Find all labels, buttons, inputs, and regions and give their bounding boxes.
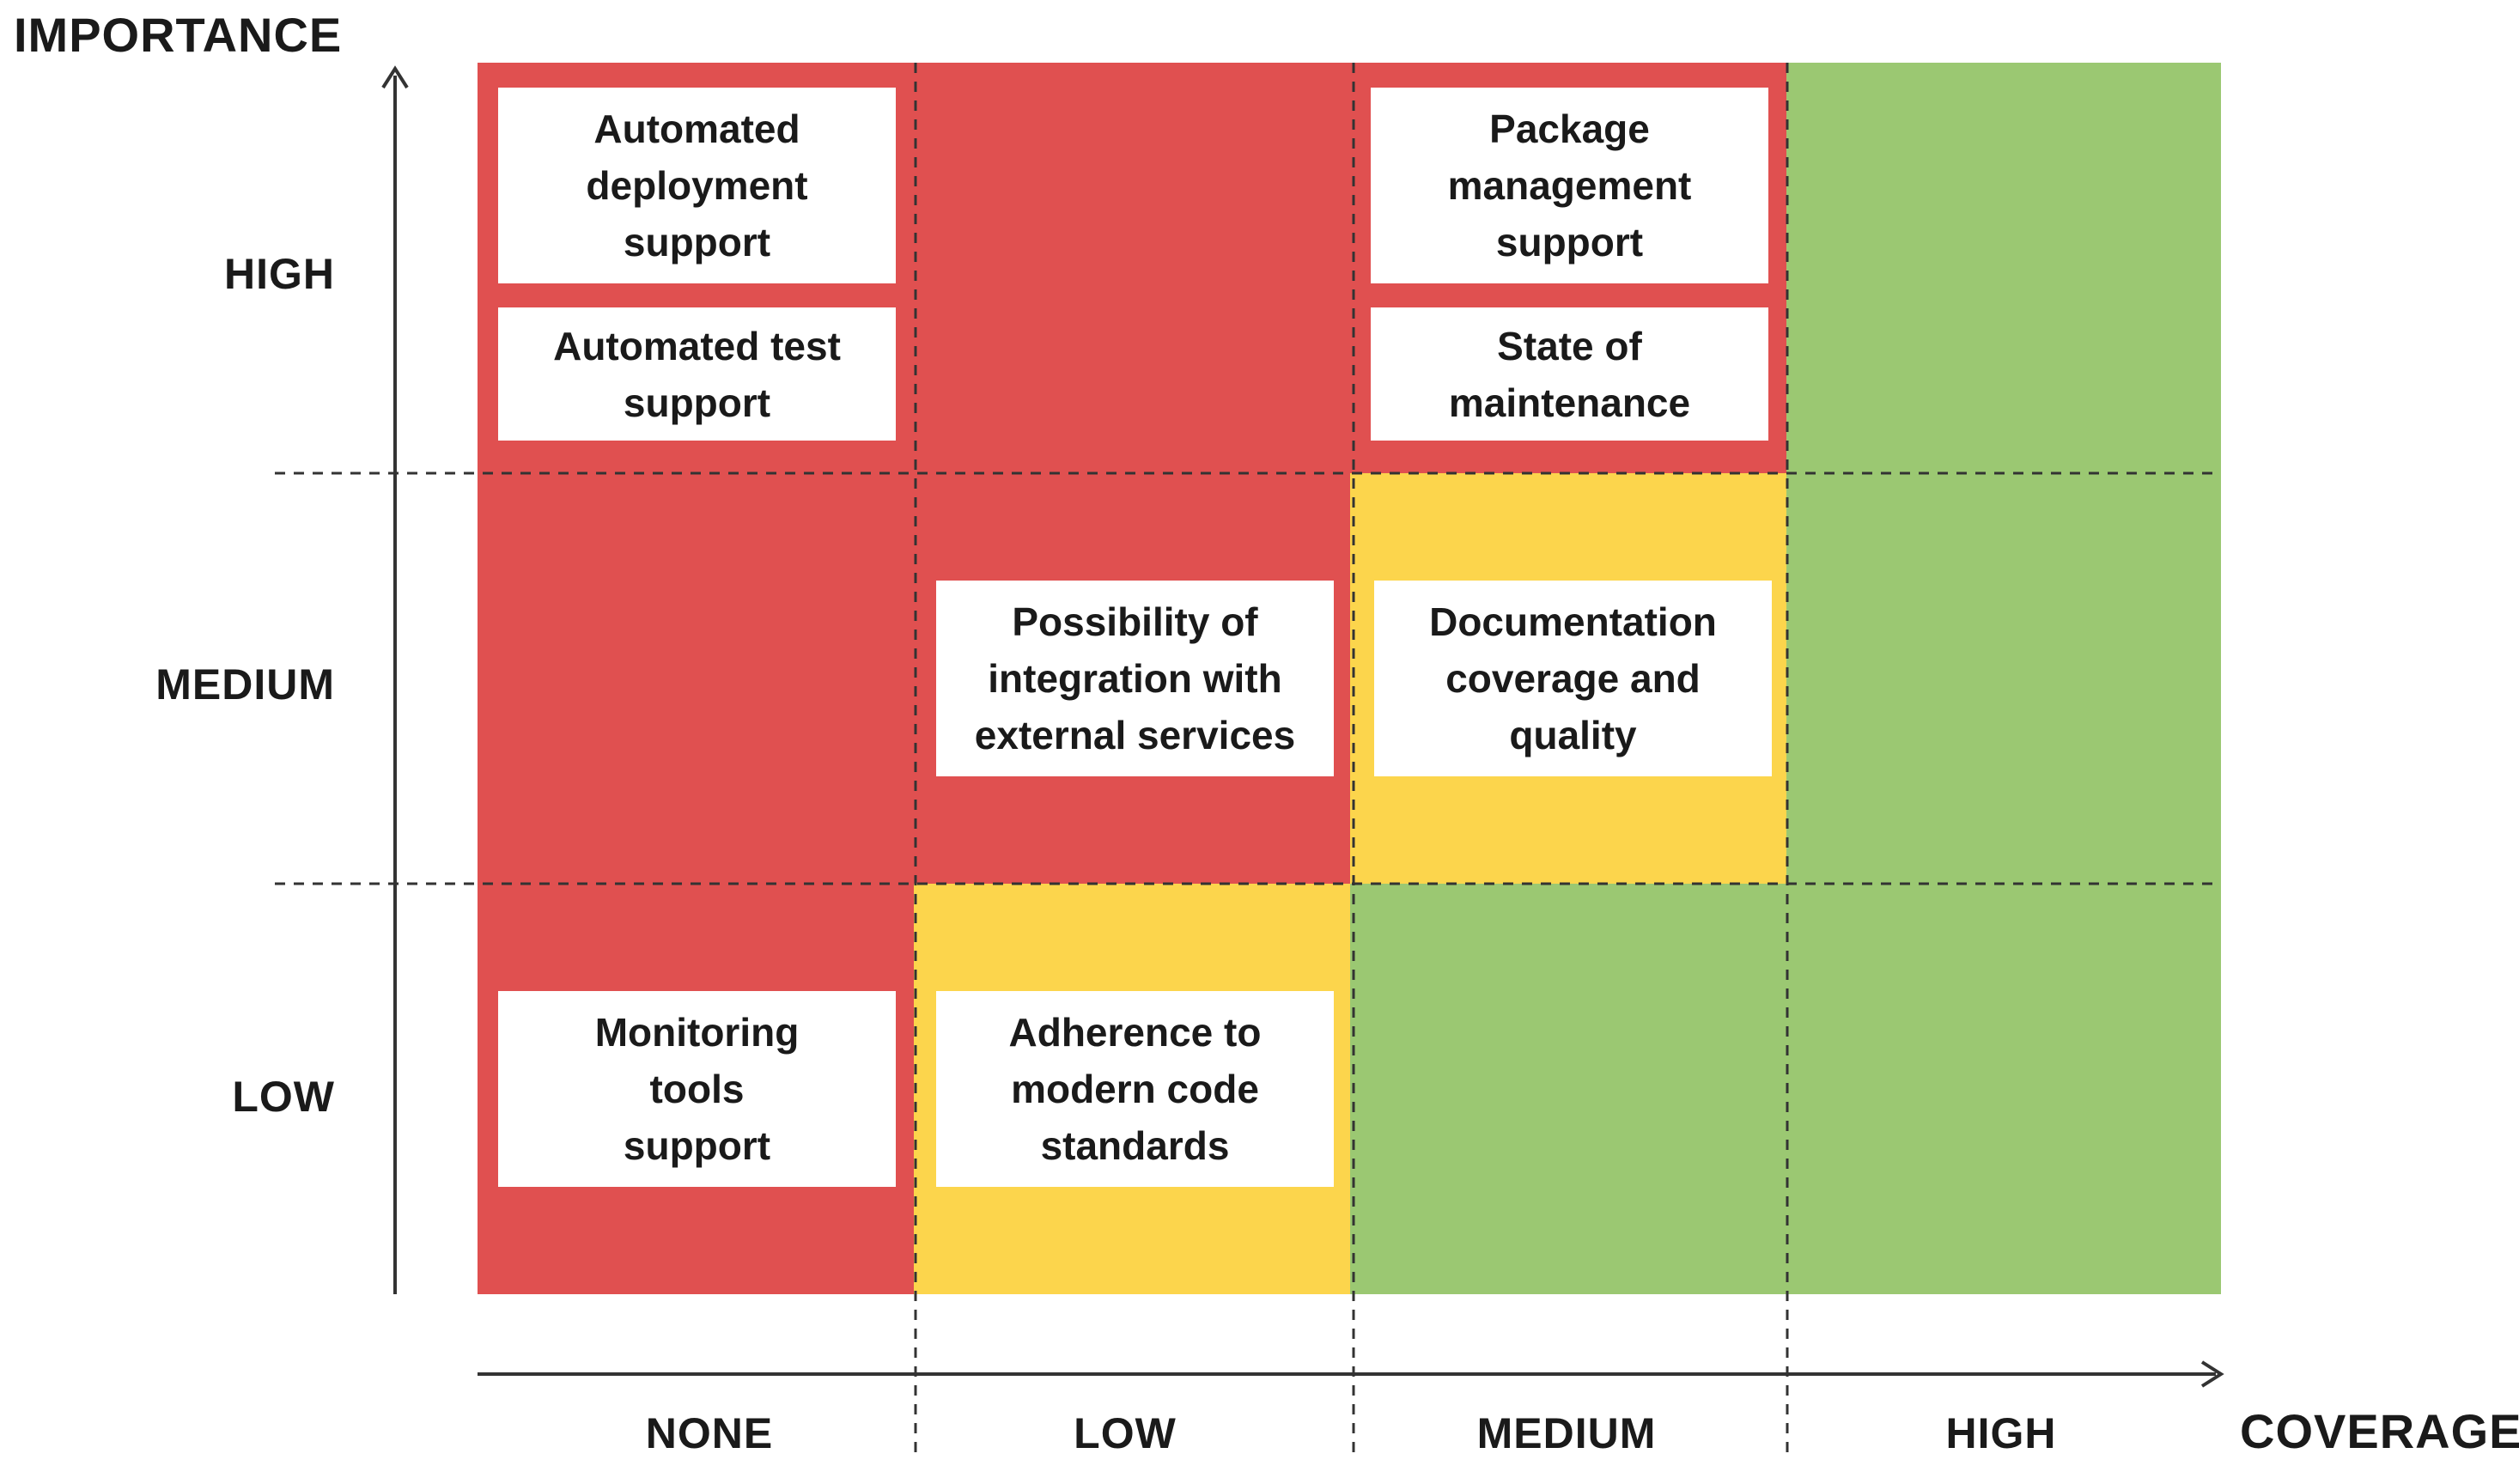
cell-low-high	[1786, 884, 2221, 1294]
row-label-medium: MEDIUM	[155, 660, 335, 709]
row-label-low: LOW	[232, 1073, 335, 1121]
cell-medium-none	[478, 473, 914, 884]
card-label: Documentation coverage and quality	[1429, 599, 1717, 757]
row-label-high: HIGH	[224, 250, 335, 298]
col-label-none: NONE	[645, 1409, 774, 1457]
cell-medium-high	[1786, 473, 2221, 884]
card-label: Possibility of integration with external…	[974, 599, 1296, 757]
card-label: Automated deployment support	[586, 106, 808, 265]
col-label-low: LOW	[1074, 1409, 1177, 1457]
card-label: Adherence to modern code standards	[1008, 1010, 1262, 1168]
card-label: Automated test support	[553, 323, 841, 425]
card-adherence-to-code-standards: Adherence to modern code standards	[936, 991, 1334, 1187]
card-label: Package management support	[1447, 106, 1692, 265]
card-state-of-maintenance: State of maintenance	[1371, 307, 1768, 441]
y-axis-title: IMPORTANCE	[14, 8, 343, 62]
x-axis-arrowhead	[2200, 1360, 2224, 1388]
card-possibility-of-integration: Possibility of integration with external…	[936, 581, 1334, 776]
card-documentation-coverage: Documentation coverage and quality	[1374, 581, 1772, 776]
card-package-management-support: Package management support	[1371, 88, 1768, 283]
card-label: Monitoring tools support	[594, 1010, 800, 1168]
card-label: State of maintenance	[1448, 323, 1691, 425]
cell-high-low	[914, 63, 1350, 473]
col-label-medium: MEDIUM	[1476, 1409, 1657, 1457]
cell-high-high	[1786, 63, 2221, 473]
y-axis-arrowhead	[381, 65, 409, 89]
card-automated-test-support: Automated test support	[498, 307, 896, 441]
card-monitoring-tools-support: Monitoring tools support	[498, 991, 896, 1187]
card-automated-deployment-support: Automated deployment support	[498, 88, 896, 283]
col-label-high: HIGH	[1945, 1409, 2057, 1457]
x-axis-title: COVERAGE	[2240, 1404, 2519, 1458]
cell-low-medium	[1350, 884, 1786, 1294]
